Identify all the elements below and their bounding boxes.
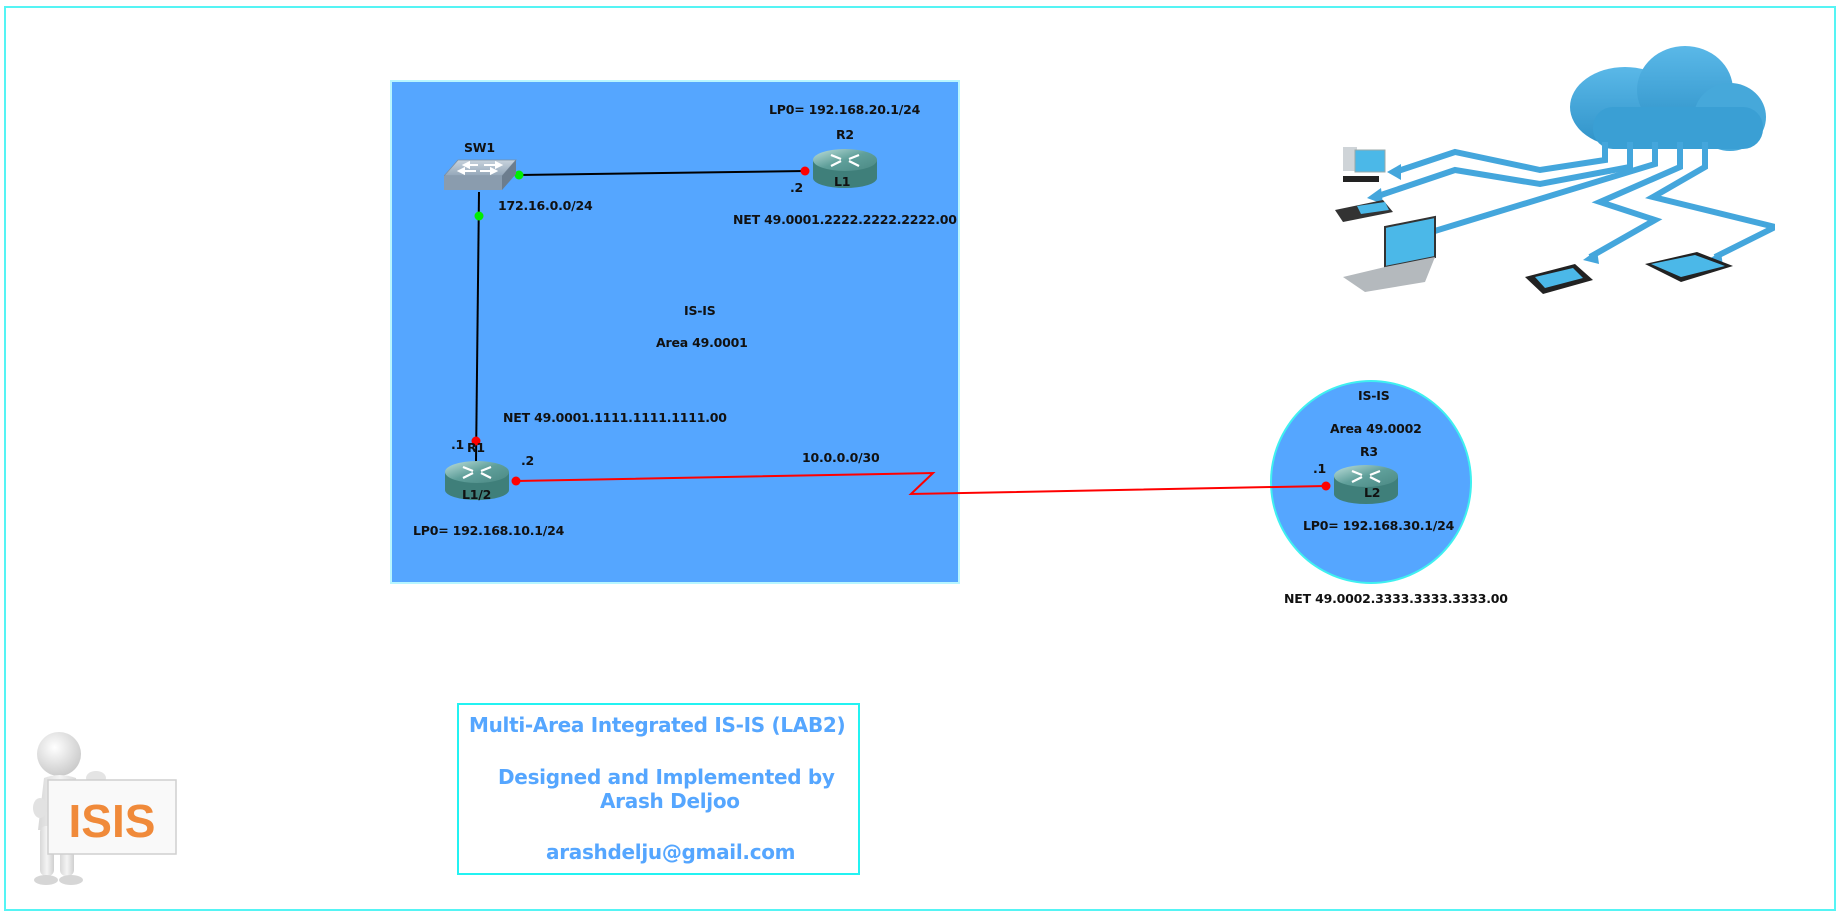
serial-subnet-label: 10.0.0.0/30 [802,450,880,465]
r2-loopback-label: LP0= 192.168.20.1/24 [769,102,921,117]
port-sw1-to-r2[interactable] [514,170,524,180]
area2-protocol-label: IS-IS [1358,388,1390,403]
r2-net-label: NET 49.0001.2222.2222.2222.00 [733,212,957,227]
sw1-label: SW1 [464,140,495,155]
router-r3-icon[interactable] [1332,462,1400,506]
laptop-icon [1343,215,1436,292]
cloud-computing-illustration [1335,46,1775,294]
r2-host-label: .2 [790,180,804,195]
r2-level-label: L1 [834,174,851,189]
area1-area-label: Area 49.0001 [656,335,748,350]
area2-area-label: Area 49.0002 [1330,421,1422,436]
canvas-frame [4,6,1836,911]
isis-sign-text: ISIS [69,795,156,847]
smartphone-icon [1525,264,1593,294]
isis-person-illustration: ISIS [33,732,177,885]
r1-net-label: NET 49.0001.1111.1111.1111.00 [503,410,727,425]
r3-name-label: R3 [1360,444,1378,459]
author-name: Arash Deljoo [600,789,740,813]
mobile-phone-icon [1335,200,1393,222]
port-r1-serial[interactable] [511,476,521,486]
author-email: arashdelju@gmail.com [546,840,796,864]
lab-title: Multi-Area Integrated IS-IS (LAB2) [469,713,846,737]
area1-protocol-label: IS-IS [684,303,716,318]
link-sw1-r2[interactable] [518,170,806,176]
r3-loopback-label: LP0= 192.168.30.1/24 [1303,518,1455,533]
port-r2-lan[interactable] [800,166,810,176]
r1-lan-host-label: .1 [451,437,465,452]
r3-serial-host-label: .1 [1313,461,1327,476]
lan-subnet-label: 172.16.0.0/24 [498,198,593,213]
port-r3-serial[interactable] [1321,481,1331,491]
router-r2-icon[interactable] [811,146,879,190]
port-r1-lan[interactable] [471,436,481,446]
lab-info-box: Multi-Area Integrated IS-IS (LAB2) Desig… [457,703,860,875]
cloud-icon [1570,46,1766,151]
r1-serial-host-label: .2 [521,453,535,468]
r2-name-label: R2 [836,127,854,142]
link-sw1-r1[interactable] [475,191,480,463]
designed-by-text: Designed and Implemented by [498,765,835,789]
port-sw1-to-r1[interactable] [474,211,484,221]
desktop-computer-icon [1343,147,1386,182]
tablet-icon [1645,252,1733,282]
router-r1-icon[interactable] [443,458,511,502]
r3-level-label: L2 [1364,485,1381,500]
r1-loopback-label: LP0= 192.168.10.1/24 [413,523,565,538]
r1-level-label: L1/2 [462,487,492,502]
link-r1-r3-serial[interactable] [515,471,1327,496]
r1-name-label: R1 [467,440,485,455]
r3-net-label: NET 49.0002.3333.3333.3333.00 [1284,591,1508,606]
switch-icon[interactable] [444,158,518,194]
